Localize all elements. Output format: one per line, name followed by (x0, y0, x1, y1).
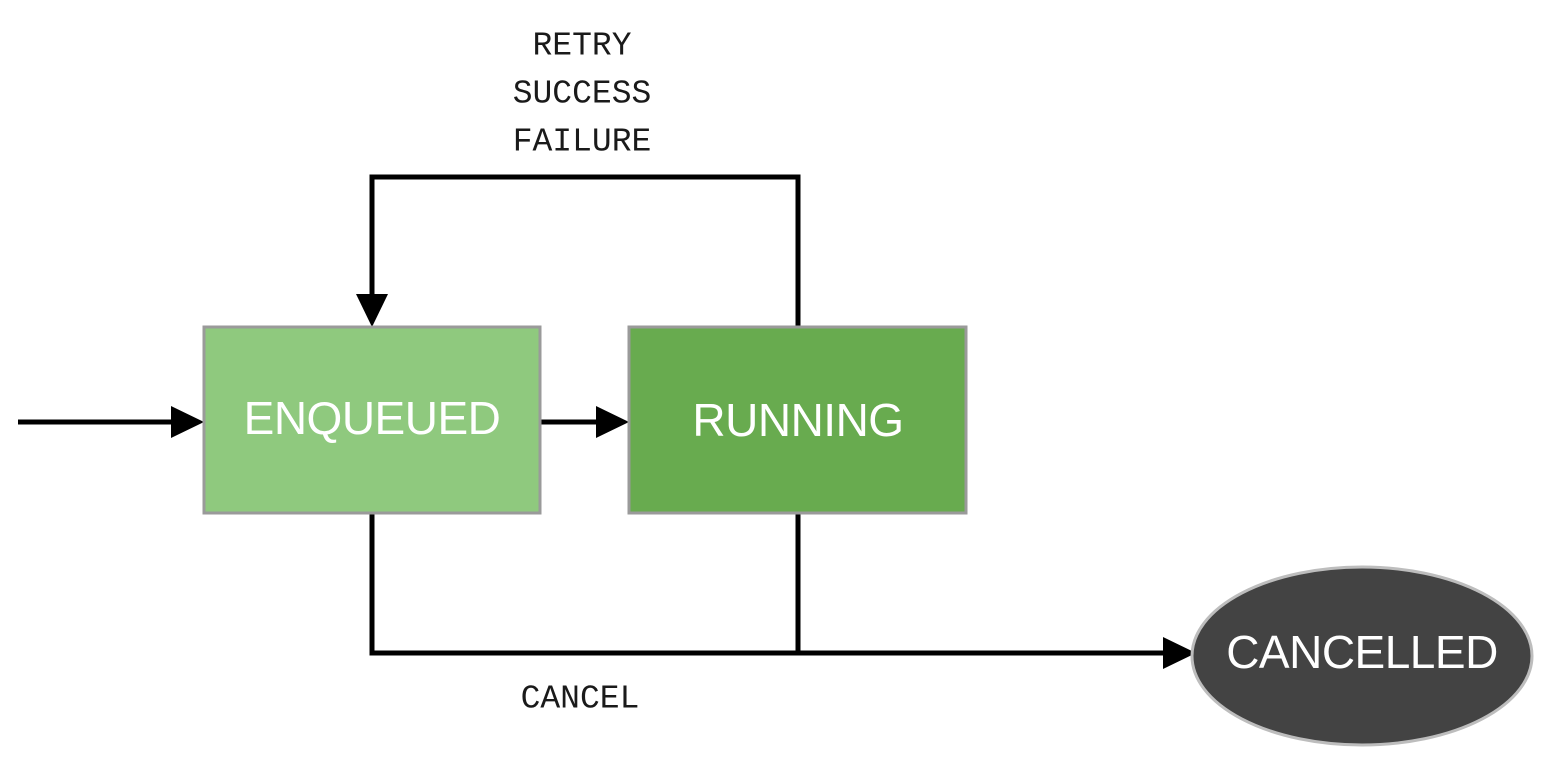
node-running[interactable]: RUNNING (627, 325, 968, 515)
edge-enqueued-to-cancelled-line (369, 513, 1175, 656)
arrow-head-into-enqueued-left (171, 406, 204, 438)
node-enqueued-label: ENQUEUED (244, 392, 501, 444)
edge-label-success: SUCCESS (513, 76, 652, 113)
arrow-head-into-running (596, 406, 629, 438)
node-running-shape[interactable] (627, 325, 968, 515)
arrow-head-into-cancelled (1163, 637, 1196, 669)
edge-start-to-enqueued (18, 406, 204, 438)
edge-enqueued-to-running (540, 406, 629, 438)
edge-label-cancel: CANCEL (521, 681, 640, 718)
node-cancelled[interactable]: CANCELLED (1190, 565, 1534, 747)
node-cancelled-shape[interactable] (1190, 565, 1534, 747)
edge-label-retry: RETRY (532, 28, 631, 65)
edge-running-to-enqueued-line (369, 174, 801, 327)
node-enqueued[interactable]: ENQUEUED (202, 325, 542, 515)
node-enqueued-shape[interactable] (202, 325, 542, 515)
edge-running-to-enqueued (356, 174, 801, 327)
node-cancelled-label: CANCELLED (1226, 626, 1498, 678)
edge-enqueued-to-cancelled (369, 513, 1175, 656)
node-running-label: RUNNING (692, 394, 903, 446)
arrow-head-into-enqueued-top (356, 294, 388, 327)
edge-label-failure: FAILURE (513, 124, 652, 161)
